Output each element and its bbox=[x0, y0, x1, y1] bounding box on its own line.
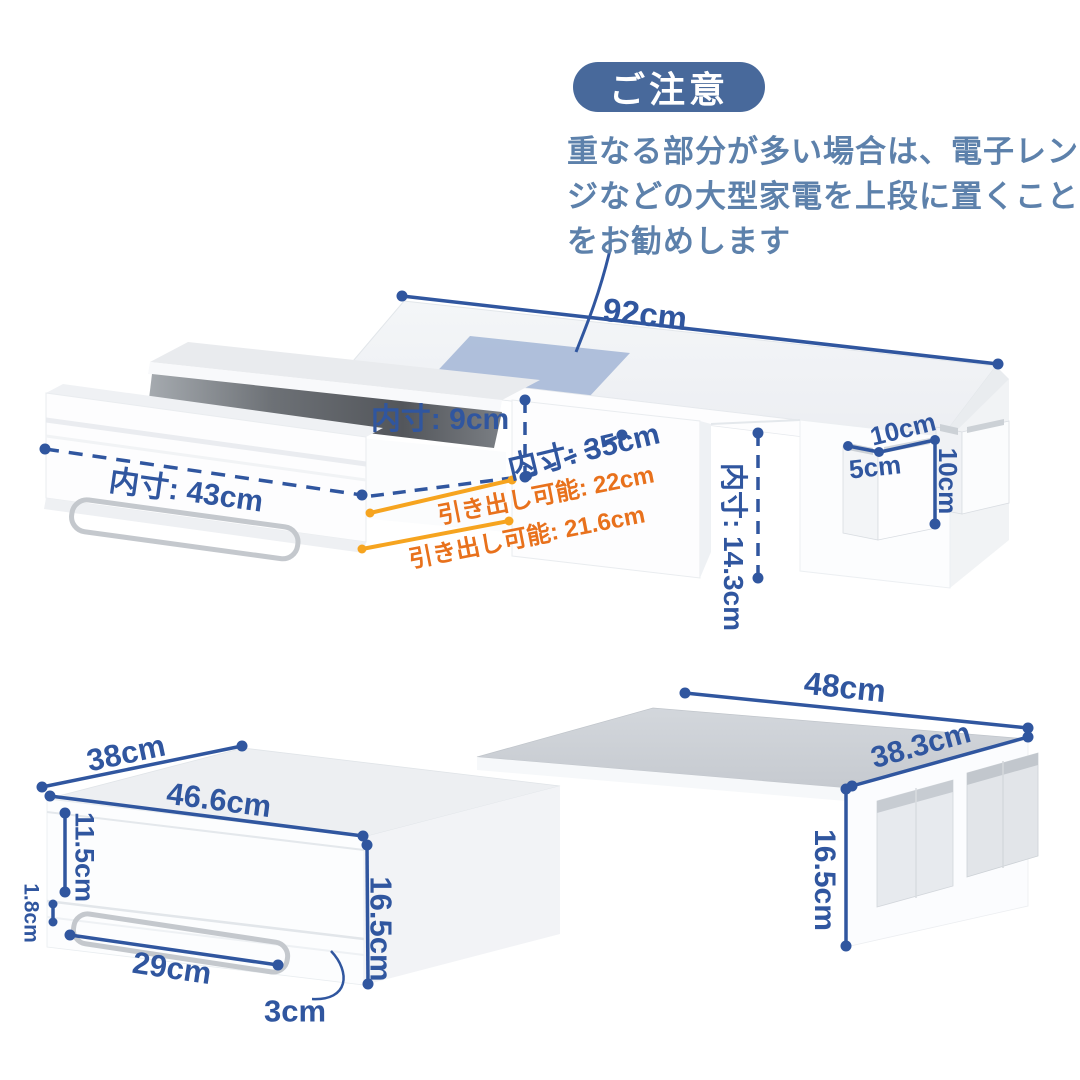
dim-line-5cm bbox=[847, 444, 880, 454]
side-pocket-front bbox=[842, 438, 937, 541]
br-front-edge bbox=[477, 757, 846, 801]
dim-line-48cm bbox=[684, 691, 1029, 730]
lower-unit-opening bbox=[148, 374, 502, 448]
dim-line-10cm-top bbox=[879, 438, 936, 454]
br-pocket-front bbox=[876, 779, 954, 908]
lower-slab-top bbox=[150, 342, 540, 400]
bottom-right-unit bbox=[476, 707, 1039, 948]
label-bl-gap-1-8cm: 1.8cm bbox=[19, 883, 43, 943]
dim-line-38-3cm bbox=[851, 735, 1029, 788]
bottom-right-dimensions bbox=[679, 687, 1034, 952]
bl-front-lip bbox=[46, 811, 365, 851]
bl-drawer-gap-line bbox=[46, 899, 365, 941]
pullout-line-22cm bbox=[369, 478, 513, 515]
label-pocket-depth-5cm: 5cm bbox=[847, 449, 903, 485]
top-shelf-unit bbox=[44, 300, 1010, 589]
label-inner-clearance-14-3cm: 内寸: 14.3cm bbox=[718, 462, 749, 632]
dim-line-16-5cm-left bbox=[365, 844, 370, 985]
label-bl-drawer-front-11-5cm: 11.5cm bbox=[69, 811, 100, 903]
caution-badge: ご注意 bbox=[573, 62, 765, 112]
caution-note: 重なる部分が多い場合は、電子レン ジなどの大型家電を上段に置くこと をお勧めしま… bbox=[567, 129, 1079, 264]
br-pocket-rear bbox=[966, 752, 1039, 878]
label-br-height-16-5cm: 16.5cm bbox=[808, 829, 841, 931]
label-bl-bar-clearance-3cm: 3cm bbox=[263, 993, 327, 1029]
bl-towel-bar bbox=[70, 911, 291, 975]
drawer-base-lip bbox=[44, 498, 366, 553]
center-leg-inner-side bbox=[700, 421, 711, 578]
bl-base-line bbox=[46, 916, 365, 956]
label-inner-height-9cm: 内寸: 9cm bbox=[370, 403, 510, 436]
caution-note-line1: 重なる部分が多い場合は、電子レン bbox=[567, 134, 1079, 169]
drawer-wire-handle bbox=[69, 497, 301, 562]
label-pocket-height-10cm: 10cm bbox=[933, 447, 963, 515]
dim-line-38cm bbox=[41, 744, 243, 789]
slab-underside-edge bbox=[710, 419, 801, 425]
label-overall-width-92cm: 92cm bbox=[600, 290, 690, 338]
dim-line-46-6cm bbox=[49, 794, 364, 838]
pullout-line-21-6cm bbox=[361, 519, 510, 551]
drawer-top bbox=[46, 384, 383, 437]
dim-line-92cm bbox=[401, 294, 999, 366]
label-br-width-48cm: 48cm bbox=[802, 664, 888, 710]
note-leader-line bbox=[574, 249, 612, 353]
drawer-groove bbox=[45, 417, 367, 467]
lower-slab-lip bbox=[148, 362, 502, 412]
bottom-left-unit bbox=[46, 747, 561, 986]
drawer-groove-2 bbox=[45, 434, 367, 482]
caution-note-line3: をお勧めします bbox=[567, 224, 791, 259]
caution-note-line2: ジなどの大型家電を上段に置くこと bbox=[567, 179, 1079, 214]
pullout-rail-lines bbox=[357, 475, 517, 554]
dim-line-43cm bbox=[44, 447, 363, 497]
top-diagram-dimensions bbox=[39, 249, 1004, 584]
dim-line-29cm bbox=[69, 933, 279, 967]
bl-side-face bbox=[364, 786, 560, 985]
bottom-left-dimensions bbox=[36, 740, 374, 1001]
label-bl-height-16-5cm: 16.5cm bbox=[363, 876, 399, 982]
leader-line-3cm bbox=[311, 950, 345, 1001]
